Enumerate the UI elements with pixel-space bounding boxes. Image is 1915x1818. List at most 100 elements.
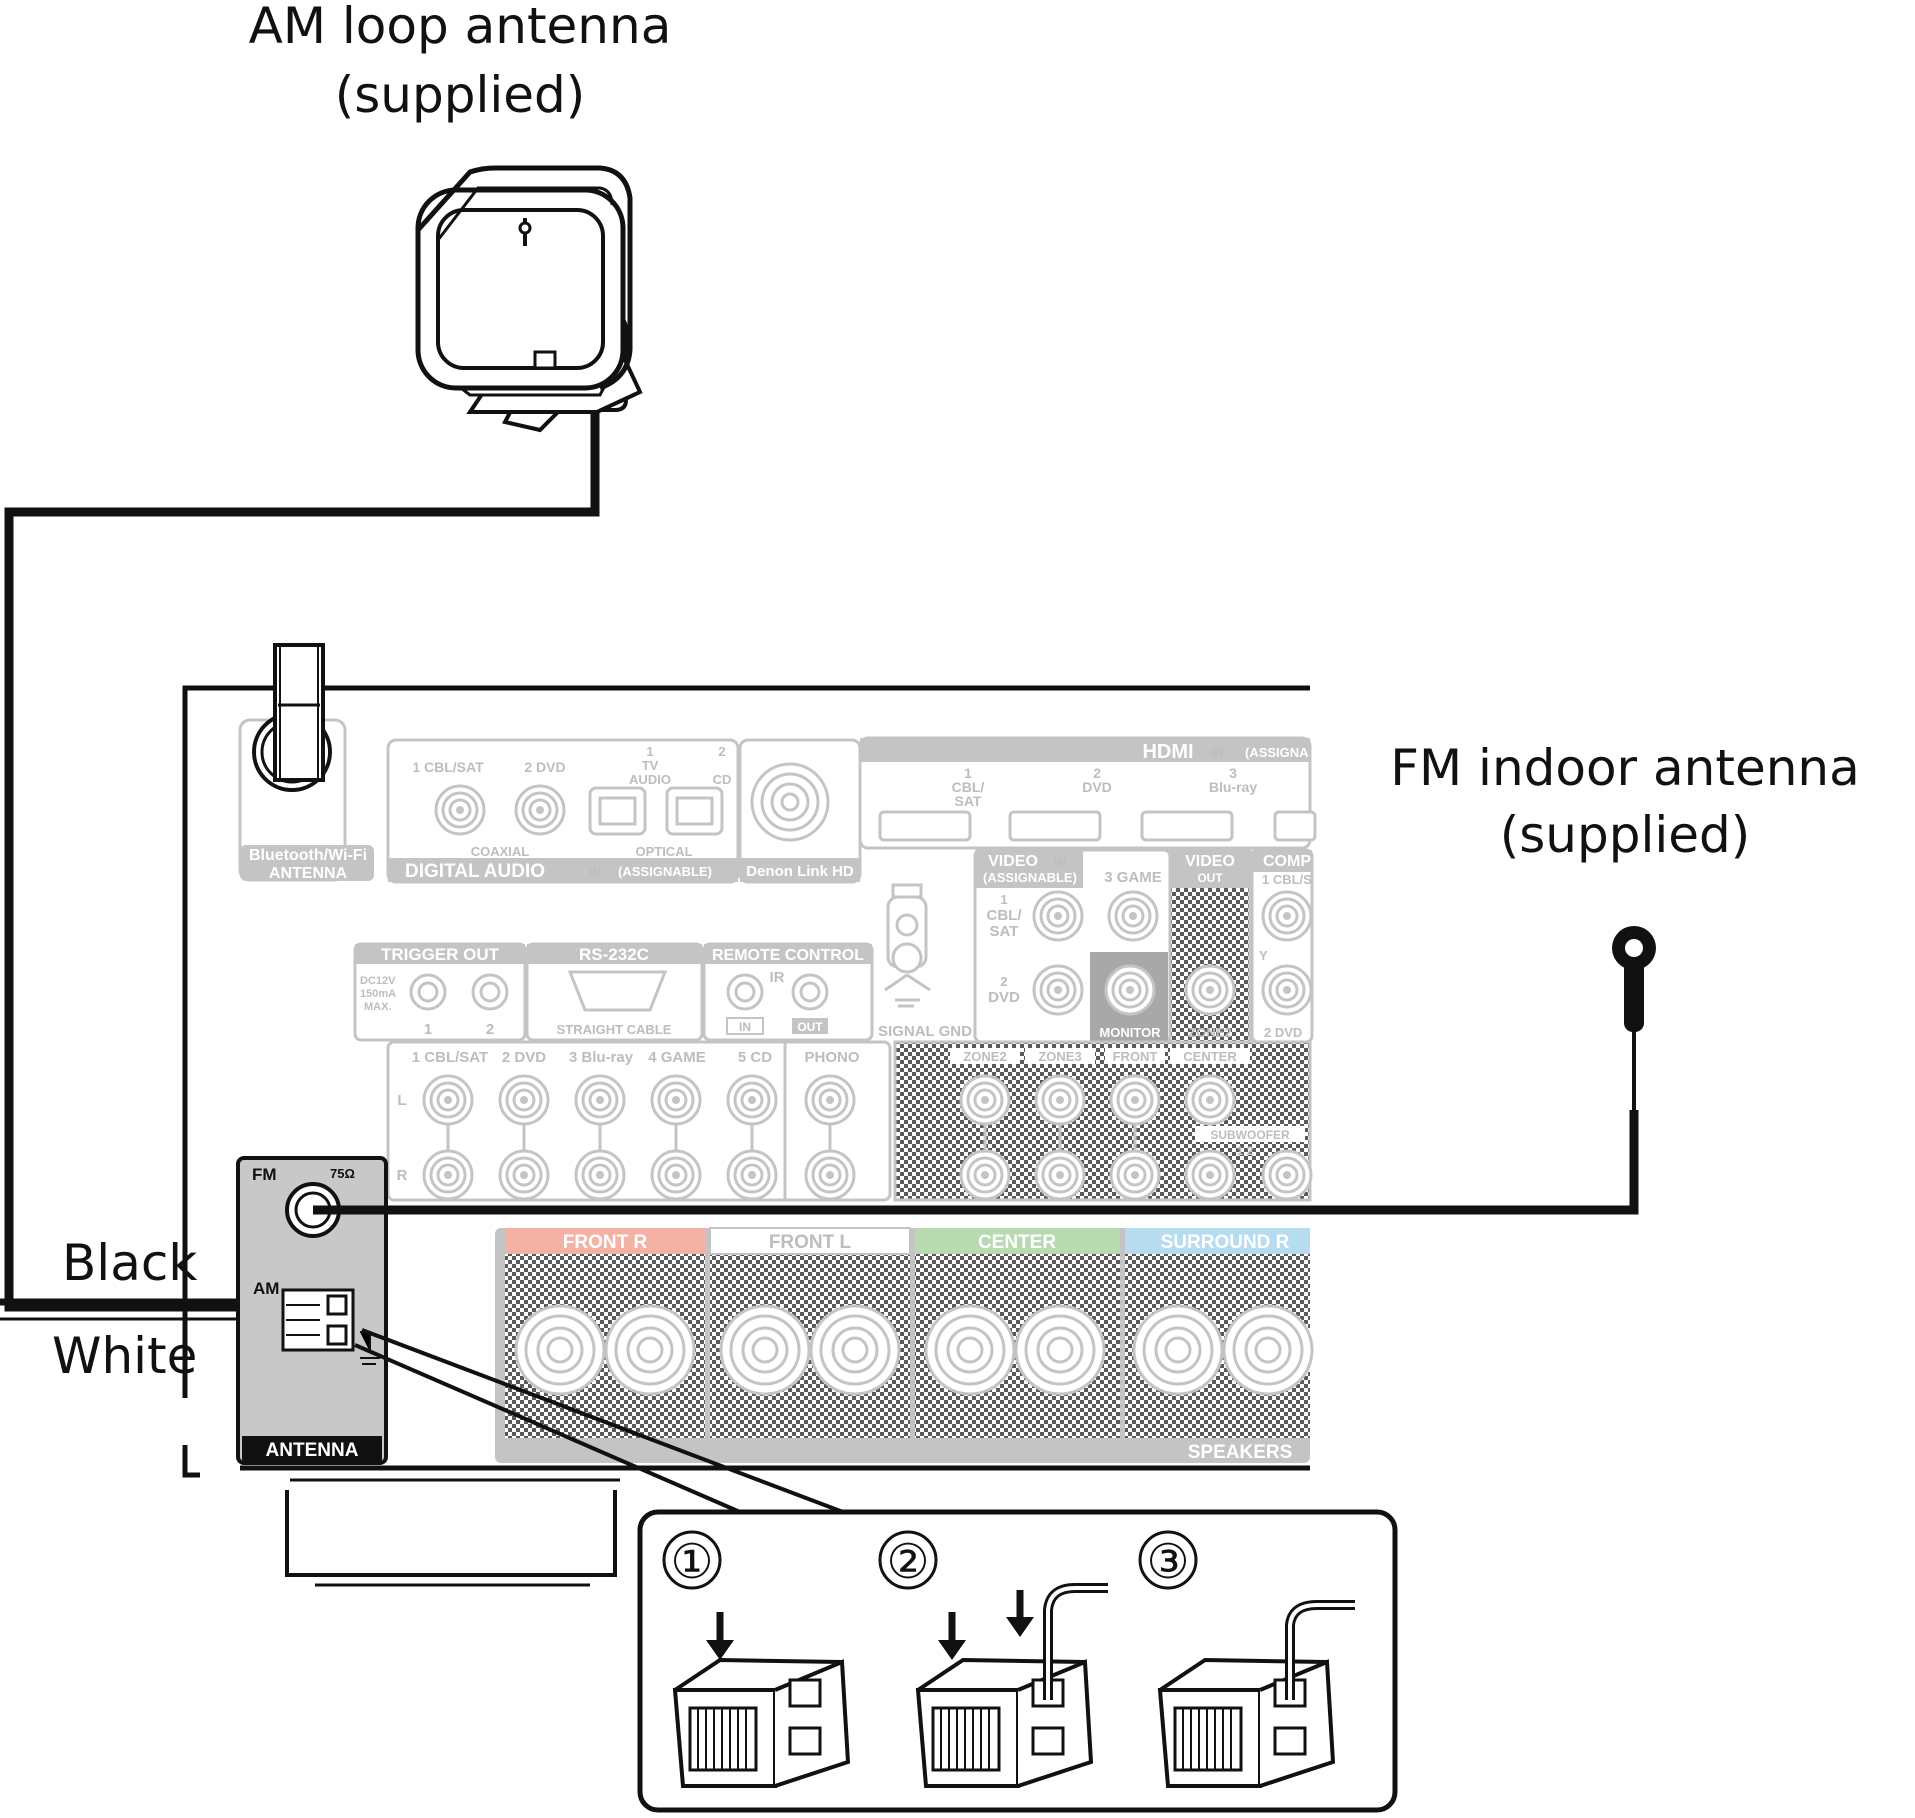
pre-out-block bbox=[893, 1040, 1313, 1202]
audio-in-2: 2 DVD bbox=[502, 1049, 546, 1066]
speaker-plus-post bbox=[514, 1304, 606, 1396]
remote-control-label: REMOTE CONTROL bbox=[712, 947, 864, 964]
speaker-plus-post bbox=[719, 1304, 811, 1396]
hdmi-assign: (ASSIGNA bbox=[1245, 745, 1309, 760]
video-3-label: 3 GAME bbox=[1104, 869, 1162, 886]
step-1 bbox=[662, 1530, 851, 1788]
video-block bbox=[973, 848, 1314, 1044]
spk-front-l-label: FRONT L bbox=[769, 1232, 852, 1253]
spk-front-r-label: FRONT R bbox=[563, 1232, 648, 1253]
am-loop-antenna-icon bbox=[415, 165, 643, 433]
antenna-title-label: ANTENNA bbox=[266, 1440, 359, 1461]
steps-callout bbox=[637, 1509, 1398, 1813]
audio-in-l-jack bbox=[422, 1074, 474, 1126]
speaker-plus-post bbox=[924, 1304, 1016, 1396]
hdmi-in-block bbox=[858, 736, 1317, 850]
speakers-label: SPEAKERS bbox=[1188, 1442, 1293, 1463]
video-2-name: DVD bbox=[988, 989, 1020, 1006]
preout-l-jack bbox=[1034, 1074, 1086, 1126]
hdmi-2-num: 2 bbox=[1093, 765, 1101, 781]
video-in-label: VIDEO bbox=[988, 853, 1038, 870]
antenna-am-label: AM bbox=[253, 1279, 279, 1298]
comp-label: COMP bbox=[1263, 853, 1311, 870]
preout-r-jack bbox=[959, 1149, 1011, 1201]
subwoofer-label: SUBWOOFER bbox=[1210, 1128, 1290, 1142]
hdmi-1-name-b: SAT bbox=[955, 793, 982, 809]
fm-antenna-subtitle: (supplied) bbox=[1500, 806, 1751, 864]
video-1-name-b: SAT bbox=[990, 923, 1019, 940]
coaxial-1-label: 1 CBL/SAT bbox=[412, 759, 484, 775]
white-wire-label: White bbox=[52, 1327, 197, 1385]
hdmi-3-name: Blu-ray bbox=[1209, 779, 1257, 795]
audio-in-r-jack bbox=[726, 1149, 778, 1201]
pre-front-label: FRONT bbox=[1113, 1049, 1158, 1064]
coaxial-label: COAXIAL bbox=[471, 844, 530, 859]
rc-in-label: IN bbox=[739, 1020, 751, 1034]
speaker-block bbox=[495, 1227, 1314, 1463]
digital-assignable: (ASSIGNABLE) bbox=[618, 864, 712, 879]
ir-label: IR bbox=[770, 969, 785, 986]
audio-in-r-jack bbox=[650, 1149, 702, 1201]
audio-in-r-jack bbox=[422, 1149, 474, 1201]
trigger-spec-3: MAX. bbox=[364, 1001, 392, 1013]
antenna-terminal-plate bbox=[236, 1156, 388, 1465]
audio-in-3: 3 Blu-ray bbox=[569, 1049, 634, 1066]
coaxial-2-label: 2 DVD bbox=[524, 759, 565, 775]
step-3 bbox=[1138, 1530, 1355, 1788]
step-3-label: ③ bbox=[1146, 1534, 1189, 1590]
antenna-ohm-label: 75Ω bbox=[330, 1166, 355, 1181]
step-1-label: ① bbox=[670, 1534, 713, 1590]
speaker-minus-post bbox=[809, 1304, 901, 1396]
black-wire-label: Black bbox=[62, 1234, 197, 1292]
callout-line-lower bbox=[354, 1343, 741, 1514]
monitor-label: MONITOR bbox=[1099, 1025, 1161, 1040]
hdmi-label: HDMI bbox=[1142, 741, 1193, 763]
phono-label: PHONO bbox=[804, 1049, 859, 1066]
audio-in-block bbox=[386, 1040, 892, 1202]
denon-link-label: Denon Link HD bbox=[746, 863, 854, 880]
speaker-minus-post bbox=[1014, 1304, 1106, 1396]
video-1-name-a: CBL/ bbox=[987, 907, 1023, 924]
step-2-label: ② bbox=[886, 1534, 929, 1590]
audio-in-1: 1 CBL/SAT bbox=[412, 1049, 488, 1066]
comp-y-label: Y bbox=[1259, 948, 1268, 963]
audio-in-l-jack bbox=[726, 1074, 778, 1126]
spk-center-label: CENTER bbox=[978, 1232, 1056, 1253]
preout-l-jack bbox=[959, 1074, 1011, 1126]
fm-antenna-cable bbox=[313, 1110, 1639, 1215]
audio-in-l-jack bbox=[650, 1074, 702, 1126]
rc-out-label: OUT bbox=[797, 1020, 823, 1034]
hdmi-in-tag: IN bbox=[1211, 745, 1224, 760]
preout-center-jack bbox=[1184, 1074, 1236, 1126]
subwoofer-2-jack bbox=[1261, 1149, 1313, 1201]
optical-2-sub: CD bbox=[713, 772, 732, 787]
hdmi-3-num: 3 bbox=[1229, 765, 1237, 781]
channel-l-label: L bbox=[397, 1092, 406, 1109]
audio-in-5: 5 CD bbox=[738, 1049, 772, 1066]
speaker-minus-post bbox=[1222, 1304, 1314, 1396]
trigger-2-label: 2 bbox=[486, 1021, 494, 1038]
digital-audio-block bbox=[386, 738, 862, 884]
hdmi-1-num: 1 bbox=[964, 765, 972, 781]
trigger-spec-1: DC12V bbox=[360, 975, 396, 987]
signal-gnd-terminal bbox=[884, 883, 931, 1008]
preout-r-jack bbox=[1109, 1149, 1161, 1201]
trigger-spec-2: 150mA bbox=[360, 988, 396, 1000]
optical-1-label: 1 bbox=[646, 744, 653, 759]
straight-cable-label: STRAIGHT CABLE bbox=[557, 1022, 672, 1037]
optical-1-sub-b: AUDIO bbox=[629, 772, 671, 787]
channel-r-label: R bbox=[397, 1167, 408, 1184]
spk-surround-r-label: SURROUND R bbox=[1161, 1232, 1290, 1253]
am-antenna-cable bbox=[4, 412, 600, 1312]
am-antenna-title: AM loop antenna bbox=[249, 0, 672, 55]
control-block bbox=[353, 942, 874, 1042]
audio-in-r-jack bbox=[574, 1149, 626, 1201]
comp-1-label: 1 CBL/S bbox=[1262, 872, 1312, 887]
am-antenna-subtitle: (supplied) bbox=[335, 66, 586, 124]
audio-in-l-jack bbox=[804, 1074, 856, 1126]
audio-in-r-jack bbox=[498, 1149, 550, 1201]
video-1-num: 1 bbox=[1000, 892, 1007, 907]
audio-in-l-jack bbox=[498, 1074, 550, 1126]
optical-2-label: 2 bbox=[718, 744, 725, 759]
video-out-tag: OUT bbox=[1197, 871, 1223, 885]
